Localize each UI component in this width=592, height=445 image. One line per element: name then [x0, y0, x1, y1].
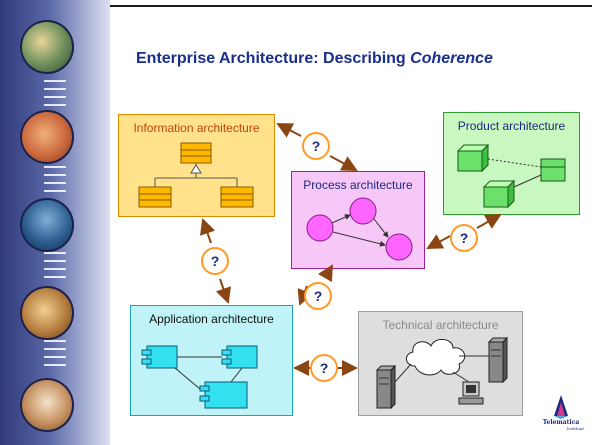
- logo-name: Telematica: [542, 419, 580, 426]
- photo-medallion-3: [20, 198, 74, 252]
- logo-icon: [554, 395, 568, 419]
- process-architecture-label: Process architecture: [303, 178, 413, 192]
- question-info-application: ?: [201, 247, 229, 275]
- product-architecture-box: Product architecture: [443, 112, 580, 215]
- cloud-icon: [406, 339, 466, 376]
- application-architecture-box: Application architecture: [130, 305, 293, 416]
- information-architecture-label: Information architecture: [133, 121, 260, 135]
- technical-architecture-box: Technical architecture: [358, 311, 523, 416]
- decorative-side-strip: [0, 0, 110, 445]
- top-rule: [110, 5, 592, 7]
- server-icon: [375, 364, 397, 410]
- server-icon: [487, 336, 509, 384]
- photo-medallion-4: [20, 286, 74, 340]
- technical-infrastructure-icons: [375, 336, 509, 410]
- telematica-logo: Telematica Instituut: [536, 392, 586, 432]
- photo-medallion-2: [20, 110, 74, 164]
- process-node-icon: [306, 197, 413, 261]
- title-main: Enterprise Architecture: Describing: [136, 50, 411, 67]
- component-icon: [141, 345, 258, 409]
- technical-architecture-label: Technical architecture: [382, 318, 499, 332]
- cube-icon: [456, 143, 566, 209]
- information-architecture-box: Information architecture: [118, 114, 275, 217]
- question-application-technical: ?: [310, 354, 338, 382]
- application-architecture-label: Application architecture: [149, 312, 274, 326]
- title-emphasis: Coherence: [410, 50, 493, 67]
- photo-medallion-1: [20, 20, 74, 74]
- photo-medallion-5: [20, 378, 74, 432]
- question-process-product: ?: [450, 224, 478, 252]
- workstation-icon: [458, 381, 484, 405]
- process-architecture-box: Process architecture: [291, 171, 425, 269]
- page-title: Enterprise Architecture: Describing Cohe…: [136, 50, 493, 68]
- question-info-process: ?: [302, 132, 330, 160]
- question-process-application: ?: [304, 282, 332, 310]
- product-architecture-label: Product architecture: [457, 119, 566, 133]
- logo-subtitle: Instituut: [566, 426, 584, 431]
- uml-class-icon: [138, 142, 254, 208]
